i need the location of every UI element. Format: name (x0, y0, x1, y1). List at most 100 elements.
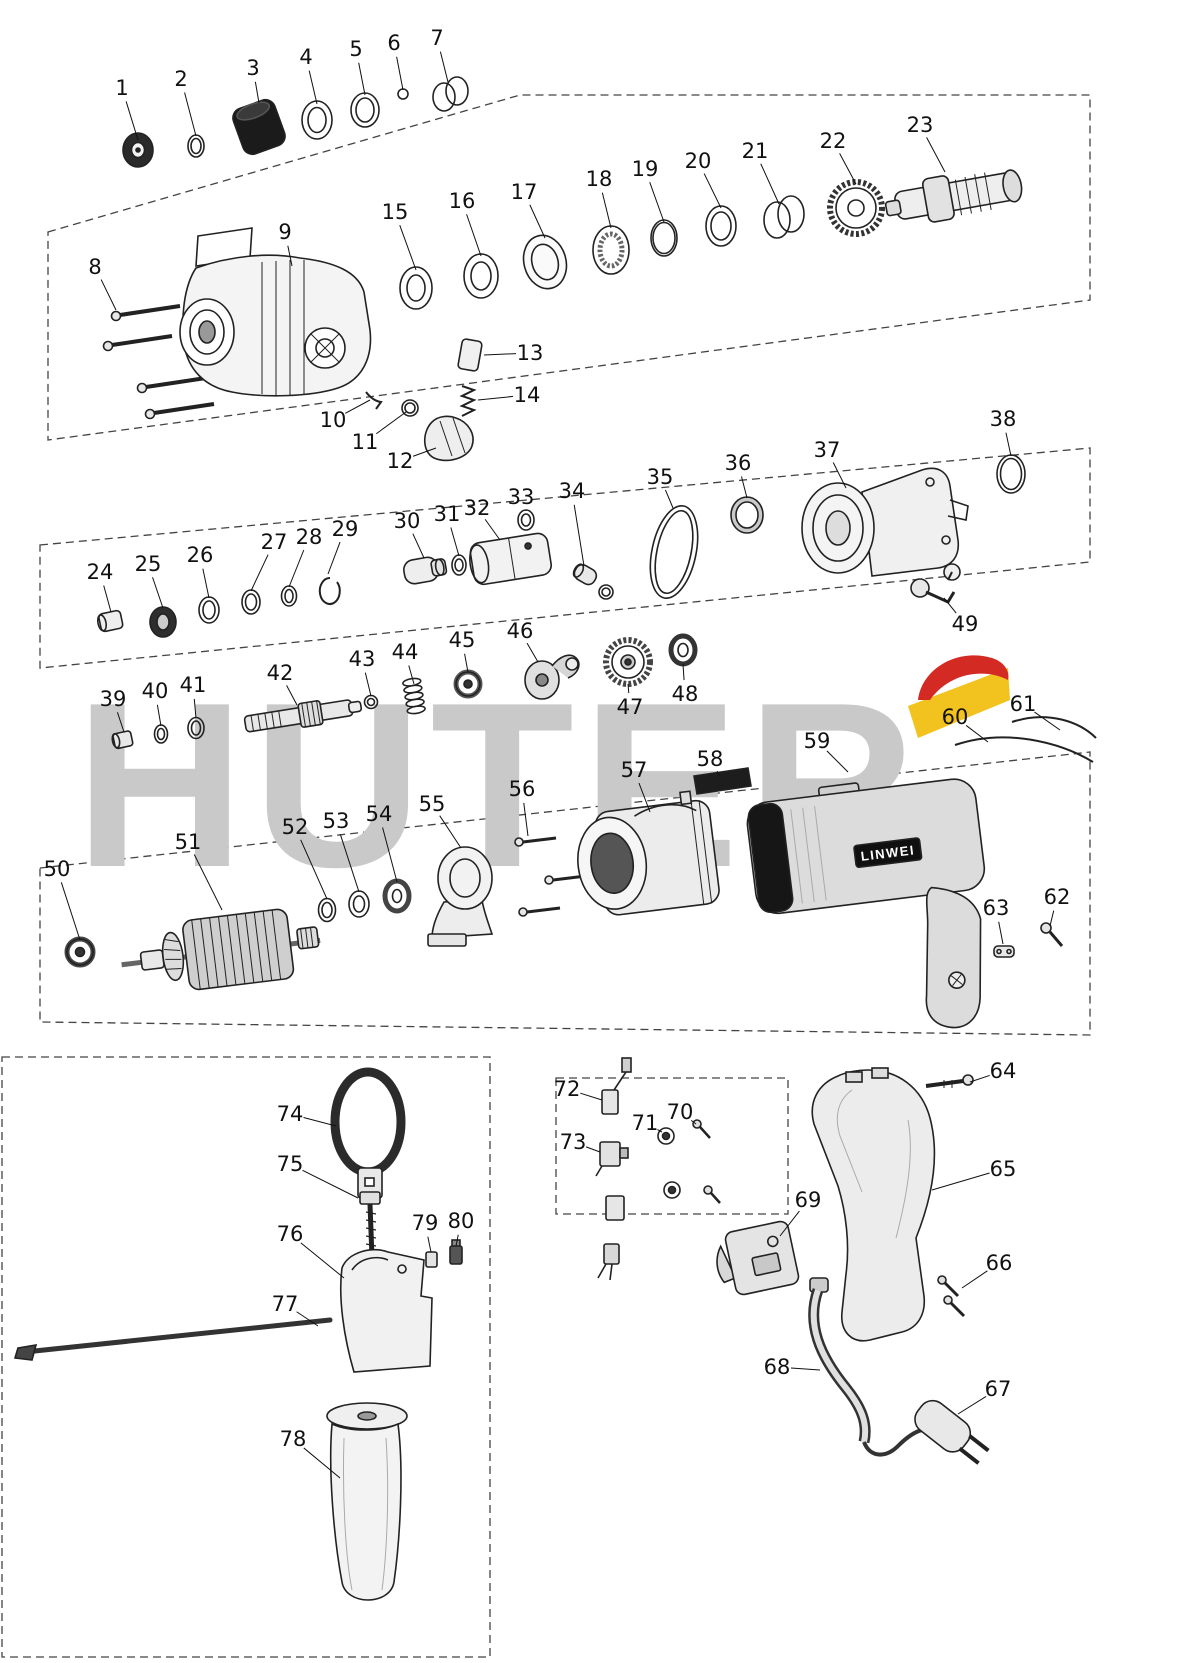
part-55-bearing-bracket (427, 846, 494, 947)
part-69-trigger-switch (716, 1220, 800, 1296)
leader-line-57 (638, 782, 651, 813)
leader-line-78 (303, 1447, 341, 1479)
leader-line-53 (339, 834, 360, 893)
part-50-bearing (64, 936, 96, 968)
part-76-clamp-body (339, 1248, 433, 1373)
part-16-ring (463, 253, 499, 299)
leader-line-54 (382, 827, 398, 883)
leader-line-40 (156, 704, 162, 727)
part-number-14: 14 (514, 383, 541, 407)
part-number-24: 24 (87, 560, 114, 584)
logo-red-swoosh (918, 655, 1009, 700)
part-11-ring (401, 399, 419, 417)
boundary-switch-parts (555, 1077, 789, 1215)
part-46-crank (524, 654, 580, 700)
part-25-cap (149, 606, 177, 638)
leader-line-30 (412, 533, 425, 559)
part-24-bushing (96, 609, 124, 633)
part-51-armature (121, 908, 321, 991)
part-42-intermediate-shaft (243, 699, 363, 733)
part-number-39: 39 (100, 687, 127, 711)
part-2-washer (187, 134, 205, 158)
part-number-61: 61 (1010, 692, 1037, 716)
leader-line-62 (1049, 910, 1055, 927)
leader-line-35 (664, 489, 674, 509)
assembly-boundaries (1, 94, 1091, 1658)
part-20-ring (705, 205, 737, 247)
leader-line-79 (427, 1236, 432, 1253)
leader-line-15 (399, 224, 417, 271)
part-71-coil-rings (657, 1127, 681, 1199)
part-number-34: 34 (559, 479, 586, 503)
leader-line-75 (302, 1169, 359, 1199)
part-number-46: 46 (507, 619, 534, 643)
part-number-41: 41 (180, 673, 207, 697)
part-number-43: 43 (349, 647, 376, 671)
leader-line-16 (466, 214, 482, 257)
part-number-3: 3 (246, 56, 259, 80)
leader-line-20 (703, 173, 722, 209)
leader-line-1 (125, 101, 139, 141)
leader-line-38 (1005, 432, 1012, 457)
part-5-ring (350, 92, 380, 128)
part-number-31: 31 (434, 502, 461, 526)
boundary-middle-assembly (39, 447, 1091, 669)
part-number-13: 13 (517, 341, 544, 365)
part-number-35: 35 (647, 465, 674, 489)
part-57-stator (577, 790, 720, 916)
part-number-65: 65 (990, 1157, 1017, 1181)
part-37-clutch-housing (801, 467, 969, 577)
part-19-circlip (650, 219, 678, 257)
part-4-ring (301, 100, 333, 140)
leader-line-49 (943, 597, 957, 614)
part-number-15: 15 (382, 200, 409, 224)
part-number-40: 40 (142, 679, 169, 703)
part-number-22: 22 (820, 129, 847, 153)
part-number-80: 80 (448, 1209, 475, 1233)
part-21-rings (763, 195, 805, 239)
part-63-plate (993, 945, 1015, 958)
parts-layer: LINWEI (13, 76, 1097, 1601)
part-18-needle-bearing (592, 225, 630, 275)
part-number-50: 50 (44, 857, 71, 881)
part-number-28: 28 (296, 525, 323, 549)
part-number-16: 16 (449, 189, 476, 213)
part-number-44: 44 (392, 640, 419, 664)
leader-line-41 (193, 698, 197, 719)
leader-line-77 (296, 1311, 319, 1327)
part-number-70: 70 (667, 1100, 694, 1124)
leader-line-51 (193, 854, 223, 911)
part-17-sleeve (522, 234, 568, 290)
leader-line-26 (202, 568, 210, 599)
part-number-66: 66 (986, 1251, 1013, 1275)
leader-line-60 (965, 725, 989, 743)
part-number-60: 60 (942, 705, 969, 729)
part-number-9: 9 (278, 220, 291, 244)
part-number-58: 58 (697, 747, 724, 771)
part-number-23: 23 (907, 113, 934, 137)
part-number-54: 54 (366, 802, 393, 826)
leader-line-31 (450, 527, 460, 557)
part-60-61-cables (954, 716, 1097, 763)
part-number-27: 27 (261, 530, 288, 554)
part-13-striker-cylinder (457, 338, 483, 372)
part-66-screws (937, 1275, 966, 1318)
part-number-71: 71 (632, 1111, 659, 1135)
part-number-57: 57 (621, 758, 648, 782)
part-77-depth-rod (13, 1317, 333, 1361)
part-31-washer (451, 554, 467, 576)
part-73-switch-block (595, 1141, 629, 1281)
leader-line-73 (585, 1146, 601, 1153)
part-8-screws (102, 304, 215, 420)
leader-line-4 (308, 70, 318, 105)
part-number-6: 6 (387, 31, 400, 55)
part-68-cord-boot (808, 1277, 871, 1444)
part-number-4: 4 (299, 45, 312, 69)
leader-line-3 (254, 81, 260, 104)
part-number-76: 76 (277, 1222, 304, 1246)
leader-line-43 (364, 672, 372, 697)
part-38-o-ring (996, 454, 1026, 494)
leader-line-76 (300, 1242, 345, 1279)
part-number-2: 2 (174, 67, 187, 91)
